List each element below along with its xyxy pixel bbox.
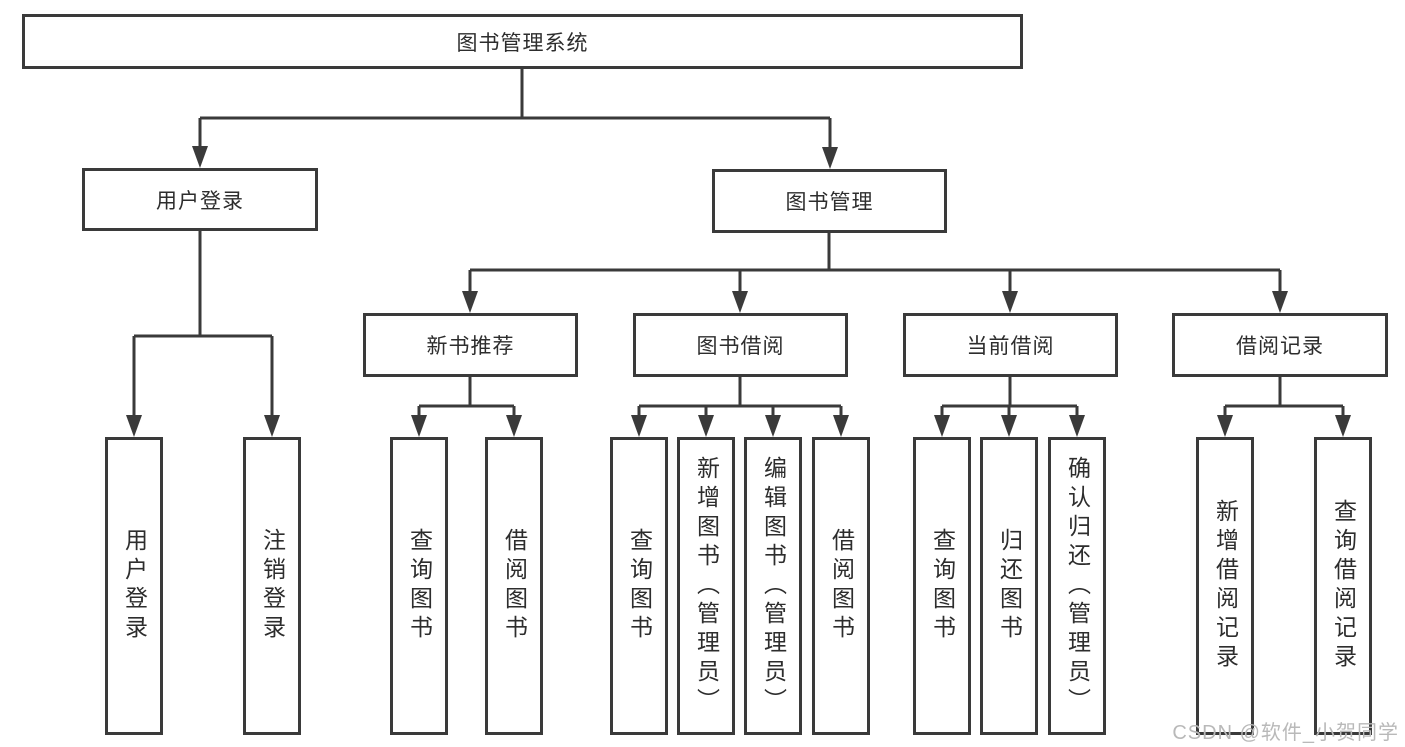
leaf-borrow-books: 借阅图书: [812, 437, 870, 735]
leaf-label: 注销登录: [259, 528, 286, 644]
leaf-logout-login: 注销登录: [243, 437, 301, 735]
leaf-label: 查询图书: [626, 528, 653, 644]
node-library-system: 图书管理系统: [22, 14, 1023, 69]
leaf-label: 确认归还（管理员）: [1064, 455, 1091, 717]
leaf-query-books-recommend: 查询图书: [390, 437, 448, 735]
leaf-label: 查询图书: [406, 528, 433, 644]
node-borrow-records: 借阅记录: [1172, 313, 1388, 377]
leaf-label: 归还图书: [996, 528, 1023, 644]
leaf-borrow-books-recommend: 借阅图书: [485, 437, 543, 735]
leaf-query-books-borrow: 查询图书: [610, 437, 668, 735]
leaf-label: 查询借阅记录: [1330, 499, 1357, 673]
leaf-edit-books-admin: 编辑图书（管理员）: [744, 437, 802, 735]
leaf-add-books-admin: 新增图书（管理员）: [677, 437, 735, 735]
leaf-query-borrow-record: 查询借阅记录: [1314, 437, 1372, 735]
node-label: 图书管理系统: [456, 31, 589, 55]
leaf-query-books-current: 查询图书: [913, 437, 971, 735]
leaf-label: 借阅图书: [501, 528, 528, 644]
leaf-label: 借阅图书: [828, 528, 855, 644]
node-book-borrow: 图书借阅: [633, 313, 848, 377]
node-label: 新书推荐: [426, 335, 515, 358]
node-label: 图书管理: [785, 191, 874, 214]
node-book-management: 图书管理: [712, 169, 947, 233]
node-user-login: 用户登录: [82, 168, 318, 231]
node-label: 借阅记录: [1236, 335, 1324, 358]
leaf-add-borrow-record: 新增借阅记录: [1196, 437, 1254, 735]
leaf-return-books: 归还图书: [980, 437, 1038, 735]
leaf-label: 查询图书: [929, 528, 956, 644]
node-current-borrow: 当前借阅: [903, 313, 1118, 377]
node-label: 图书借阅: [696, 335, 785, 358]
leaf-confirm-return-admin: 确认归还（管理员）: [1048, 437, 1106, 735]
node-new-book-recommend: 新书推荐: [363, 313, 578, 377]
leaf-label: 新增图书（管理员）: [693, 455, 720, 717]
node-label: 用户登录: [156, 189, 244, 213]
leaf-label: 用户登录: [121, 528, 148, 644]
csdn-watermark: CSDN @软件_小贺同学: [1172, 722, 1399, 744]
node-label: 当前借阅: [966, 335, 1055, 358]
leaf-label: 编辑图书（管理员）: [760, 455, 787, 717]
leaf-user-login: 用户登录: [105, 437, 163, 735]
leaf-label: 新增借阅记录: [1212, 499, 1239, 673]
